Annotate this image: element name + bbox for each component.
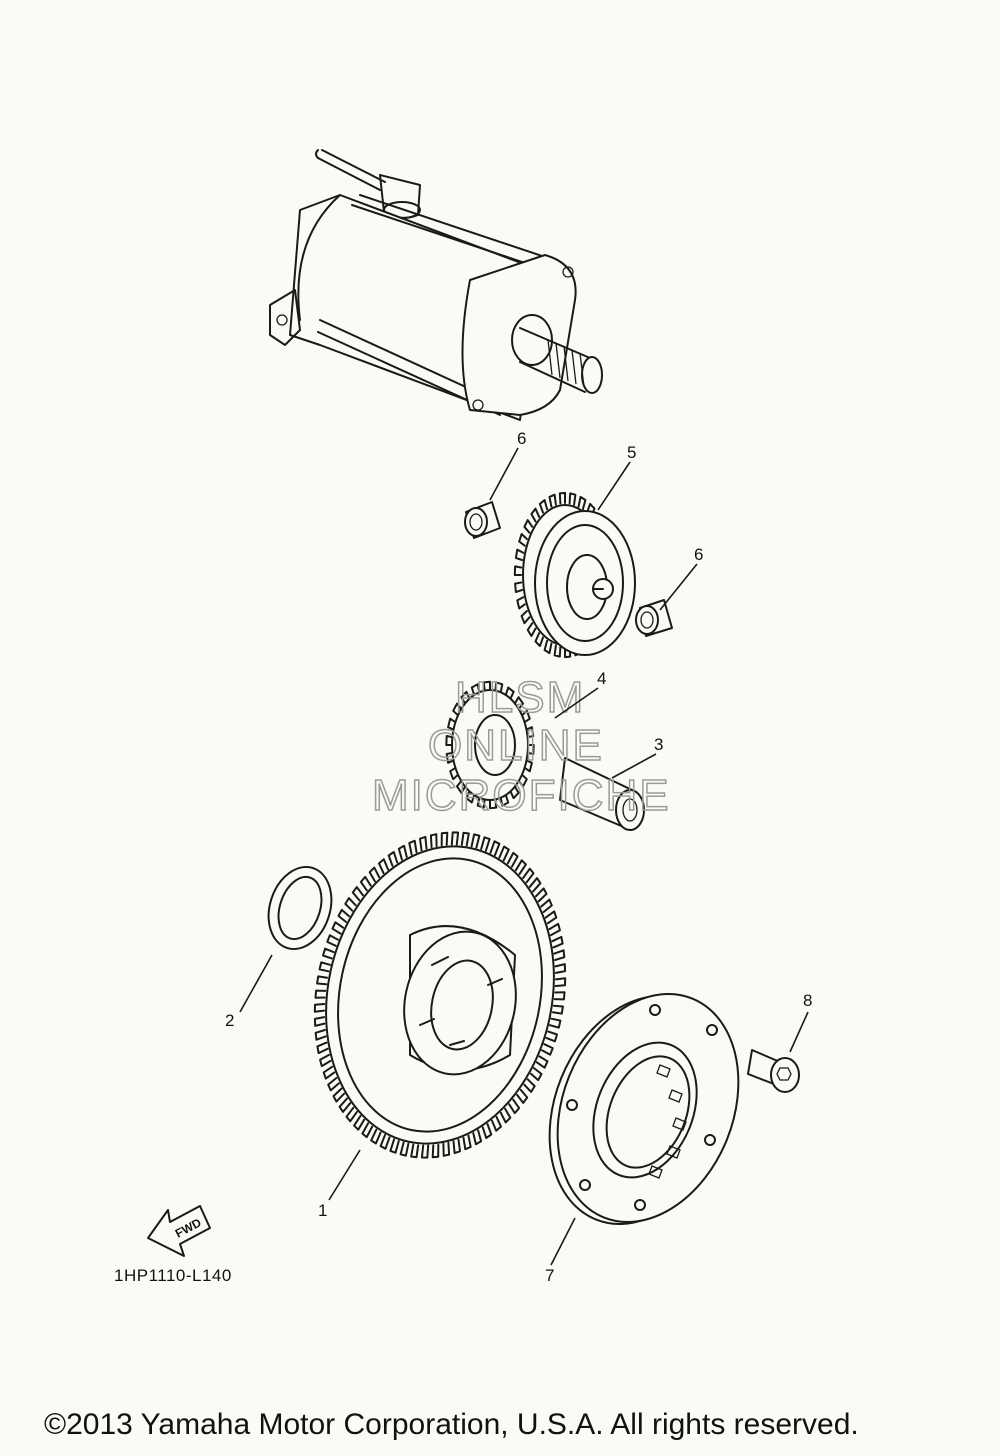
g1teeth-path (313, 831, 567, 1159)
fwd-arrow-icon: FWD (147, 1205, 211, 1257)
callout-6-lower: 6 (694, 545, 703, 564)
bushing-lower (635, 599, 673, 637)
watermark-line-1: HLSM (455, 673, 585, 722)
gear (313, 831, 567, 1159)
callout-2: 2 (225, 1011, 234, 1030)
callouts: 6 5 6 4 3 2 1 7 8 (225, 429, 812, 1285)
idle-gear-large (513, 491, 636, 659)
callout-3: 3 (654, 735, 663, 754)
idle-gear-small (445, 680, 535, 810)
starter-motor (269, 149, 603, 421)
shaft (559, 757, 645, 831)
starter-clutch (548, 993, 740, 1225)
leader-lines (239, 447, 809, 1266)
g4teeth-path (445, 680, 535, 810)
washer (267, 865, 333, 951)
watermark-line-3: MICROFICHE (372, 771, 671, 820)
callout-8: 8 (803, 991, 812, 1010)
callout-4: 4 (597, 669, 606, 688)
bolt (747, 1049, 800, 1093)
watermark: HLSM ONLINE MICROFICHE (371, 672, 671, 821)
callout-5: 5 (627, 443, 636, 462)
callout-7: 7 (545, 1266, 554, 1285)
bushing-upper (464, 501, 501, 539)
callout-6-upper: 6 (517, 429, 526, 448)
watermark-line-2: ONLINE (428, 721, 604, 770)
copyright-notice: ©2013 Yamaha Motor Corporation, U.S.A. A… (44, 1408, 859, 1441)
diagram-reference-code: 1HP1110-L140 (114, 1266, 232, 1285)
callout-1: 1 (318, 1201, 327, 1220)
